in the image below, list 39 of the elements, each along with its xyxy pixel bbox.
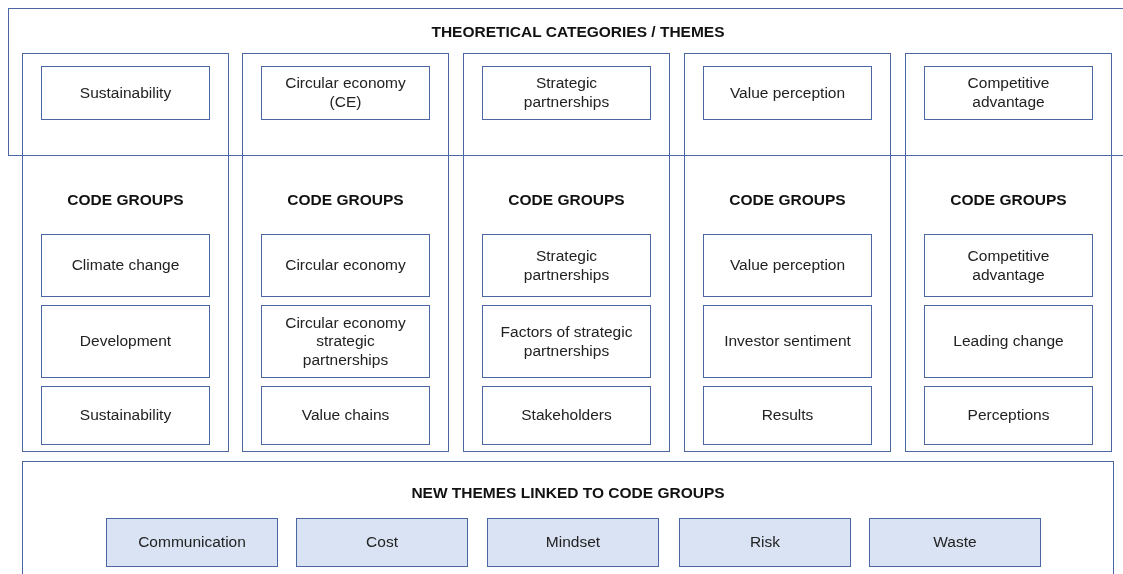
- code-group-panel: [22, 53, 229, 452]
- category-box: Sustainability: [41, 386, 210, 445]
- category-box: Circular economy strategic partnerships: [261, 305, 430, 378]
- section-heading: CODE GROUPS: [949, 191, 1068, 209]
- category-box: Results: [703, 386, 872, 445]
- category-box: Value chains: [261, 386, 430, 445]
- category-box: Competitive advantage: [924, 66, 1093, 120]
- theme-box: Waste: [869, 518, 1041, 567]
- theme-box: Mindset: [487, 518, 659, 567]
- category-box: Strategic partnerships: [482, 66, 651, 120]
- category-box: Climate change: [41, 234, 210, 297]
- category-box: Competitive advantage: [924, 234, 1093, 297]
- category-box: Sustainability: [41, 66, 210, 120]
- category-box: Strategic partnerships: [482, 234, 651, 297]
- theme-box: Risk: [679, 518, 851, 567]
- section-heading: CODE GROUPS: [507, 191, 626, 209]
- category-box: Value perception: [703, 234, 872, 297]
- section-heading: THEORETICAL CATEGORIES / THEMES: [430, 23, 726, 41]
- section-heading: CODE GROUPS: [286, 191, 405, 209]
- category-box: Factors of strategic partnerships: [482, 305, 651, 378]
- section-heading: CODE GROUPS: [728, 191, 847, 209]
- category-box: Development: [41, 305, 210, 378]
- category-box: Stakeholders: [482, 386, 651, 445]
- section-heading: CODE GROUPS: [66, 191, 185, 209]
- category-box: Circular economy: [261, 234, 430, 297]
- new-themes-panel: [22, 461, 1114, 574]
- section-heading: NEW THEMES LINKED TO CODE GROUPS: [410, 484, 726, 502]
- theme-box: Cost: [296, 518, 468, 567]
- code-group-panel: [242, 53, 449, 452]
- code-group-panel: [905, 53, 1112, 452]
- theme-box: Communication: [106, 518, 278, 567]
- category-box: Investor sentiment: [703, 305, 872, 378]
- theme-band: [8, 8, 1123, 156]
- code-group-panel: [463, 53, 670, 452]
- category-box: Value perception: [703, 66, 872, 120]
- category-box: Perceptions: [924, 386, 1093, 445]
- category-box: Circular economy (CE): [261, 66, 430, 120]
- category-box: Leading change: [924, 305, 1093, 378]
- code-group-panel: [684, 53, 891, 452]
